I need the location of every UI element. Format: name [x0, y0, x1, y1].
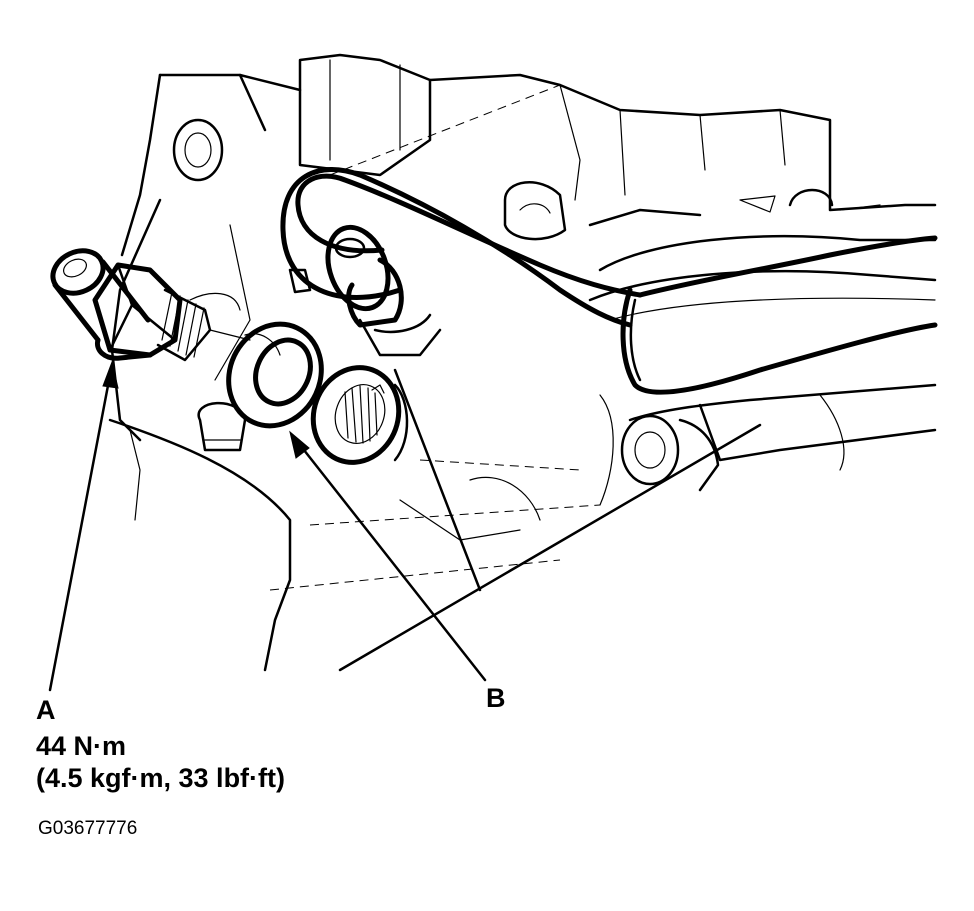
- leader-line-b: [289, 430, 487, 682]
- engine-block-outline: [108, 53, 937, 672]
- callout-b-label: B: [486, 683, 506, 713]
- torque-spec-nm: 44 N·m: [36, 731, 127, 761]
- figure-id: G03677776: [38, 818, 138, 839]
- threaded-port-icon: [310, 365, 409, 465]
- sealing-washer-icon: [226, 321, 324, 429]
- torque-spec-alternate: (4.5 kgf·m, 33 lbf·ft): [36, 763, 286, 793]
- callout-a-label: A: [36, 695, 56, 725]
- leader-line-a: [48, 360, 119, 692]
- coolant-hose-icon: [280, 167, 938, 395]
- hose-fitting-bolt-icon: [50, 248, 251, 362]
